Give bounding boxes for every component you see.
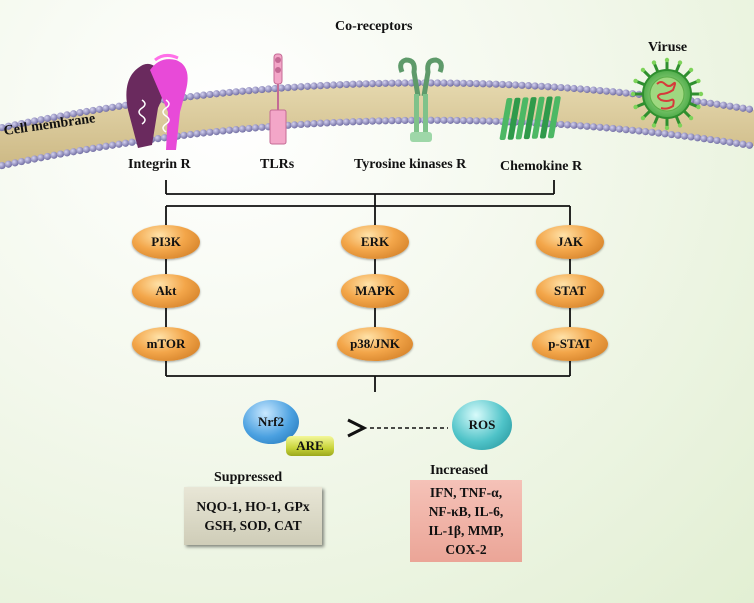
receptor-label-tyrosine-kinase: Tyrosine kinases R [354,157,467,172]
receptor-label-integrin: Integrin R [128,157,191,172]
tyrosine-kinase-receptor-shape [398,57,444,142]
integrin-receptor-shape [126,53,188,150]
node-pi3k: PI3K [132,225,200,259]
tlr-receptor-shape [269,53,287,145]
increased-line: COX-2 [445,542,487,557]
ros-node: ROS [452,400,512,450]
diagram-title: Co-receptors [335,19,413,34]
virus-label: Viruse [648,40,688,55]
receptor-label-tlrs: TLRs [260,157,295,172]
lipid-heads-inner [0,116,754,170]
node-mapk: MAPK [341,274,409,308]
increased-line: NF-κB, IL-6, [428,504,504,519]
increased-title: Increased [430,463,489,478]
node-jak: JAK [536,225,604,259]
node-akt: Akt [132,274,200,308]
suppressed-title: Suppressed [214,470,283,485]
virus-shape [630,57,704,131]
node-erk: ERK [341,225,409,259]
suppressed-line: GSH, SOD, CAT [204,518,302,533]
increased-box: IFN, TNF-α, NF-κB, IL-6, IL-1β, MMP, COX… [410,480,522,562]
lipid-bilayer-tails [0,82,754,166]
ros-inhibits-nrf2-arrow [347,418,448,438]
suppressed-box: NQO-1, HO-1, GPx GSH, SOD, CAT [184,487,322,545]
suppressed-line: NQO-1, HO-1, GPx [196,499,310,514]
node-stat: STAT [536,274,604,308]
node-p38-jnk: p38/JNK [337,327,413,361]
receptor-label-chemokine: Chemokine R [500,159,583,174]
node-p-stat: p-STAT [532,327,608,361]
are-node: ARE [286,436,334,456]
node-mtor: mTOR [132,327,200,361]
increased-line: IFN, TNF-α, [429,485,503,500]
connector-lines [165,180,571,392]
increased-line: IL-1β, MMP, [428,523,504,538]
chemokine-receptor-shape [499,96,561,140]
